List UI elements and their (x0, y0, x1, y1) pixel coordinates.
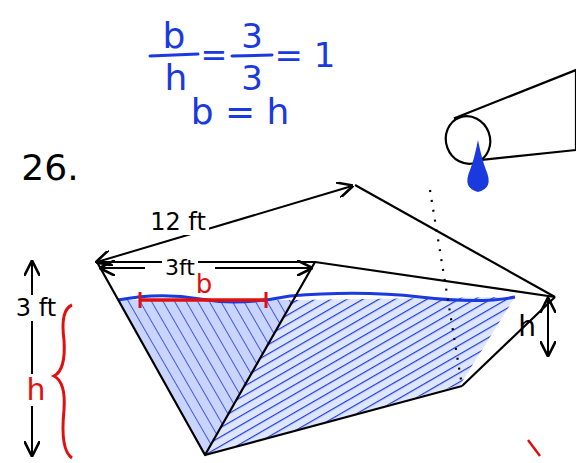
water-drop (467, 140, 488, 192)
equation-text: 3 (241, 19, 263, 53)
water-front (118, 300, 293, 455)
trough-outline (97, 185, 555, 455)
variable-label: b (196, 271, 213, 297)
equation-text: b = h (191, 94, 290, 130)
equation-text: = 1 (275, 38, 336, 72)
water-front-hatch (118, 300, 293, 455)
equation-text: h (165, 60, 188, 96)
problem-number: 26. (21, 150, 78, 186)
red-tick (265, 292, 268, 308)
dimension-arrow (31, 262, 33, 455)
equation-text: = (201, 39, 228, 71)
dimension-label: 3ft (162, 256, 198, 280)
red-tick (139, 292, 142, 308)
dimension-arrow (547, 299, 549, 355)
variable-label: h (23, 374, 48, 406)
red-brace (54, 305, 72, 458)
fraction-bar (150, 54, 198, 56)
dimension-label: 3 ft (13, 295, 59, 321)
fraction-bar (232, 55, 272, 56)
dimension-arrow (215, 267, 311, 269)
dimension-label: 12 ft (147, 209, 209, 235)
dimension-arrow (97, 186, 352, 262)
hose-pipe (439, 70, 576, 170)
red-mark (528, 440, 540, 456)
water-line (118, 293, 515, 302)
equation-text: 3 (241, 61, 263, 95)
dimension-arrow (101, 267, 145, 269)
equation-text: b (163, 18, 186, 54)
variable-label: h (518, 313, 536, 341)
red-width-line (140, 298, 266, 302)
